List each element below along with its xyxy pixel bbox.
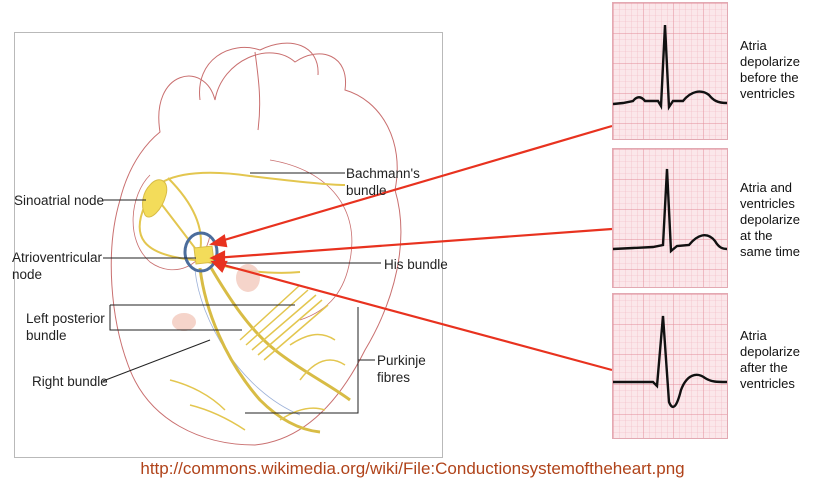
label-right-bundle: Right bundle <box>32 374 108 389</box>
ecg-caption-1: Atria depolarize before the ventricles <box>740 38 800 102</box>
ecg-strip-1 <box>613 3 727 139</box>
heart-diagram-panel <box>14 32 443 458</box>
internodal-path-middle <box>167 177 202 253</box>
purkinje-fibre-8 <box>169 379 226 411</box>
arrow-to-panel-1 <box>213 124 613 245</box>
aorta-outline <box>199 42 319 131</box>
label-sinoatrial-node: Sinoatrial node <box>14 193 105 208</box>
heart-outline <box>110 52 402 446</box>
ecg-panel-2 <box>612 148 728 288</box>
label-purkinje-line-2: fibres <box>377 370 411 385</box>
purkinje-fibre-5 <box>263 304 329 361</box>
label-bachmanns-line-1: Bachmann's <box>346 166 420 181</box>
label-bachmanns-bundle: Bachmann's bundle <box>346 165 420 199</box>
label-av-line-1: Atrioventricular <box>12 250 103 265</box>
label-bachmanns-line-2: bundle <box>346 183 387 198</box>
right-bundle-leader <box>102 339 211 382</box>
arrow-to-panel-2 <box>213 227 613 260</box>
purkinje-fibre-2 <box>245 289 309 346</box>
caption-2-line-1: Atria and <box>740 180 793 195</box>
ecg-strip-2 <box>613 149 727 287</box>
label-lpb-line-1: Left posterior <box>26 311 105 326</box>
valve-blob-left <box>172 313 196 331</box>
purkinje-fibre-9 <box>189 404 246 431</box>
caption-2-line-2: ventricles <box>740 196 795 211</box>
caption-1-line-4: ventricles <box>740 86 795 101</box>
arrow-to-panel-3 <box>215 261 613 372</box>
caption-3-line-1: Atria <box>740 328 767 343</box>
ecg-trace-3 <box>613 315 727 409</box>
caption-1-line-1: Atria <box>740 38 767 53</box>
arrowhead-3 <box>210 260 228 273</box>
label-left-posterior-bundle: Left posterior bundle <box>26 310 105 344</box>
label-purkinje-line-1: Purkinje <box>377 353 426 368</box>
purkinje-fibre-7 <box>299 359 346 381</box>
ecg-caption-3: Atria depolarize after the ventricles <box>740 328 800 392</box>
av-node-circle <box>183 231 219 273</box>
right-bundle-path <box>198 267 321 434</box>
caption-3-line-4: ventricles <box>740 376 795 391</box>
label-av-line-2: node <box>12 267 43 282</box>
arrowhead-1 <box>208 234 228 248</box>
purkinje-bracket <box>245 307 375 414</box>
bachmanns-bundle-path <box>157 171 346 186</box>
purkinje-fibre-10 <box>279 407 326 421</box>
ecg-caption-2: Atria and ventricles depolarize at the s… <box>740 180 800 260</box>
valve-blob-right <box>236 264 260 292</box>
purkinje-fibre-4 <box>257 299 323 356</box>
ecg-trace-2 <box>613 168 727 254</box>
sinoatrial-node-shape <box>142 179 168 218</box>
ecg-panel-3 <box>612 293 728 439</box>
caption-3-line-2: depolarize <box>740 344 800 359</box>
caption-3-line-3: after the <box>740 360 788 375</box>
purkinje-fibre-3 <box>251 294 317 351</box>
label-atrioventricular-node: Atrioventricular node <box>12 249 102 283</box>
label-his-bundle: His bundle <box>384 257 448 272</box>
label-lpb-line-2: bundle <box>26 328 67 343</box>
left-bundle-path <box>208 265 351 402</box>
caption-2-line-5: same time <box>740 244 800 259</box>
caption-1-line-3: before the <box>740 70 799 85</box>
arrowhead-2 <box>209 250 226 265</box>
purkinje-fibre-1 <box>239 284 301 341</box>
caption-2-line-3: depolarize <box>740 212 800 227</box>
ecg-panel-1 <box>612 2 728 140</box>
source-url: http://commons.wikimedia.org/wiki/File:C… <box>140 459 685 478</box>
caption-2-line-4: at the <box>740 228 773 243</box>
caption-1-line-2: depolarize <box>740 54 800 69</box>
label-purkinje-fibres: Purkinje fibres <box>377 352 426 386</box>
purkinje-fibre-6 <box>289 333 336 346</box>
ecg-strip-3 <box>613 294 727 438</box>
ecg-trace-1 <box>613 24 727 111</box>
left-posterior-bracket <box>109 304 295 331</box>
